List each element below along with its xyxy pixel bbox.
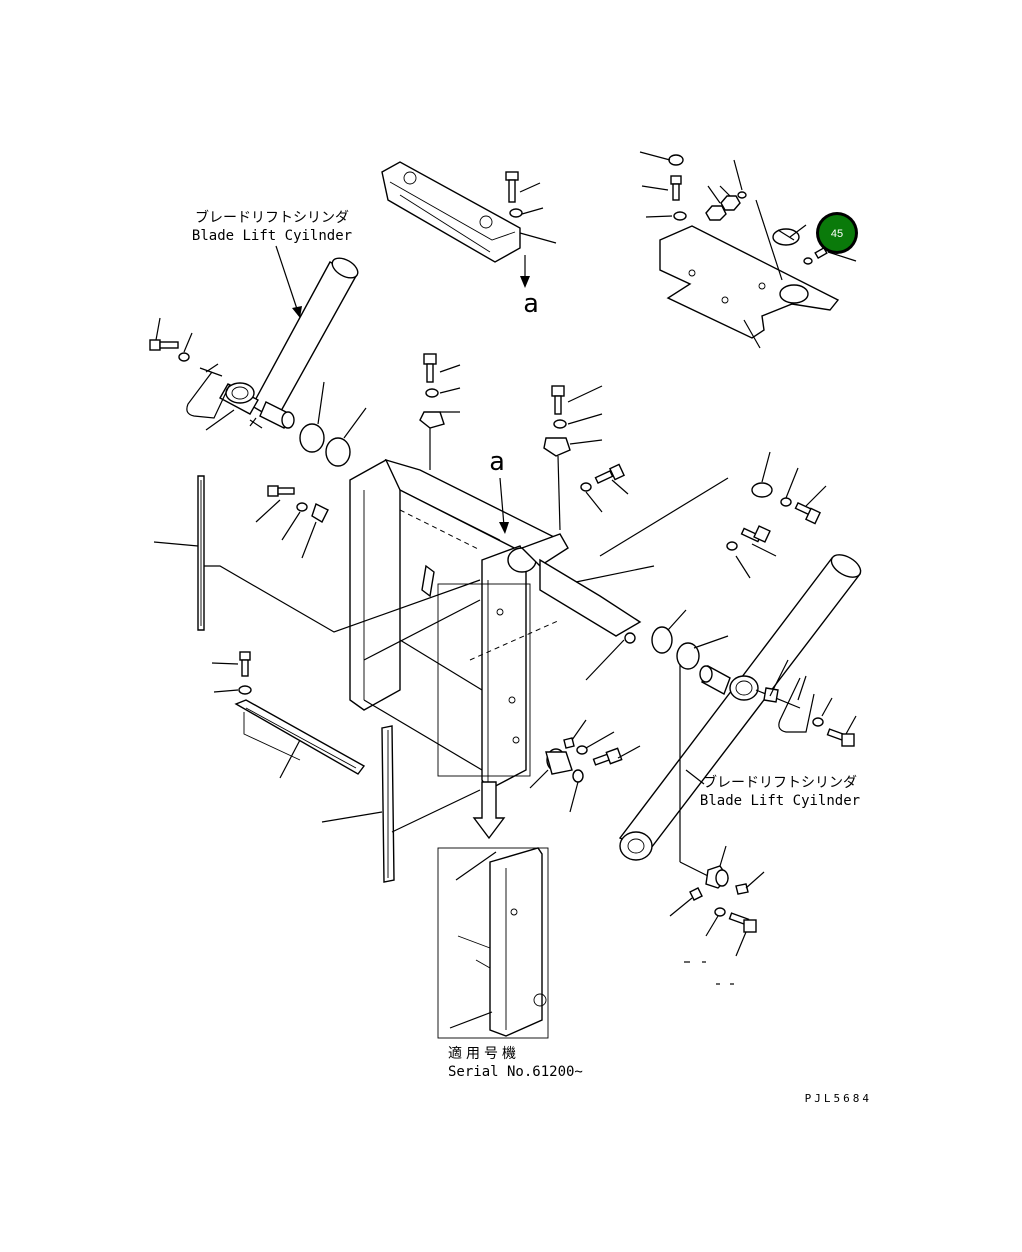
left-side-plate [153,475,481,633]
main-frame [311,411,642,840]
serial-en-label: Serial No.61200~ [448,1064,583,1080]
drawing-code: PJL5684 [805,1092,872,1105]
top-bracket-assembly [381,161,557,288]
bushings-right [585,609,729,877]
blade-lift-cylinder-jp-label-right: ブレードリフトシリンダ [703,774,857,791]
view-marker-a-top: a [523,289,539,319]
lower-right-pin-assembly [669,845,765,985]
serial-jp-label: 適用号機 [448,1045,520,1062]
badge-number: 45 [831,228,843,240]
serial-detail-view [437,847,549,1039]
blade-lift-cylinder-jp-label-top: ブレードリフトシリンダ [195,209,349,226]
bolts-right [575,451,827,583]
blade-lift-cylinder-right [618,554,862,861]
lower-left-plate [211,651,366,779]
blade-lift-cylinder-en-label-right: Blade Lift Cyilnder [700,793,860,809]
top-right-cover-plate [639,151,857,349]
lower-vertical-plate [321,725,481,883]
blade-lift-cylinder-left [149,245,359,431]
badge-circle [819,215,855,251]
bushings-left [299,381,367,467]
blade-lift-cylinder-en-label-top: Blade Lift Cyilnder [192,228,352,244]
part-number-badge[interactable]: 45 [816,212,858,254]
bolts-upper-center [423,353,603,445]
bottom-pin-bolts [529,719,641,813]
view-marker-a-center: a [489,447,505,477]
bolts-left-center [255,485,317,559]
